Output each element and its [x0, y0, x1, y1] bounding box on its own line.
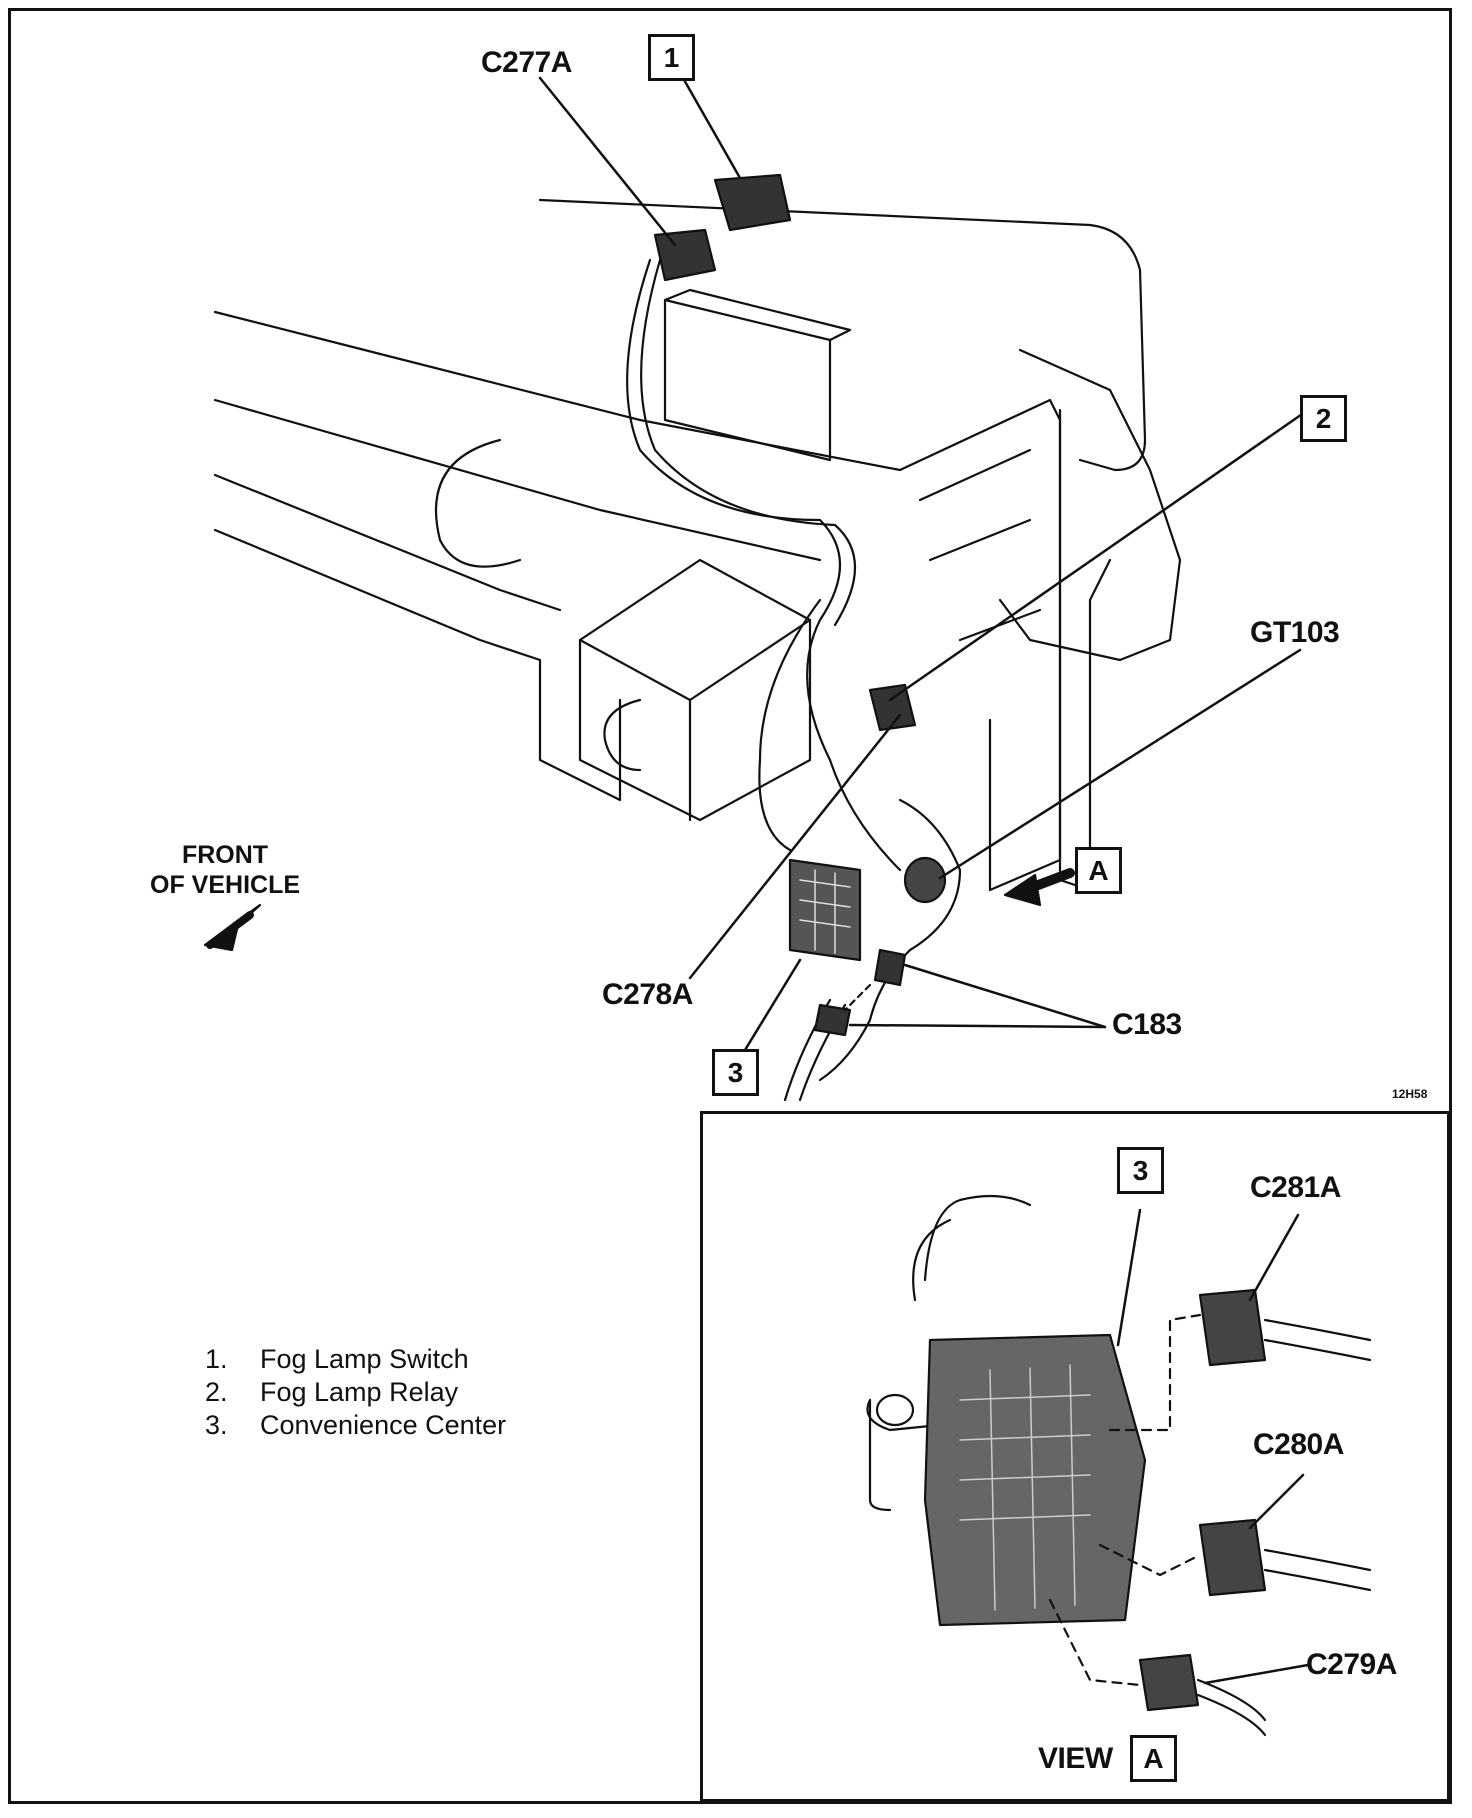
callout-box-a: A	[1075, 847, 1122, 894]
callout-box-1: 1	[648, 34, 695, 81]
inset-harness-bundle	[912, 1194, 1032, 1302]
legend-item: 3. Convenience Center	[205, 1409, 506, 1442]
callout-c281a: C281A	[1250, 1171, 1341, 1204]
cross-beam-top	[213, 310, 902, 472]
inset-leader-c281a	[1248, 1213, 1300, 1302]
inset-c280a-connector	[1198, 1518, 1267, 1597]
callout-c279a: C279A	[1306, 1648, 1397, 1681]
inset-center-grid	[959, 1364, 1091, 1611]
legend-item: 1. Fog Lamp Switch	[205, 1343, 506, 1376]
callout-c183: C183	[1112, 1008, 1182, 1041]
dash-housing	[998, 348, 1182, 662]
fog-switch-body	[713, 173, 792, 232]
view-label: VIEW	[1038, 1742, 1113, 1775]
inset-leader-c280a	[1248, 1473, 1305, 1530]
callout-box-3: 3	[712, 1049, 759, 1096]
fog-relay-body	[868, 683, 917, 732]
legend-item-text: Fog Lamp Relay	[260, 1377, 459, 1407]
dash-right-face	[1058, 408, 1112, 892]
harness-branch	[758, 598, 822, 852]
leader-c183-upper	[903, 963, 1107, 1029]
leader-box3	[743, 958, 802, 1052]
legend-item: 2. Fog Lamp Relay	[205, 1376, 506, 1409]
view-a-arrow-head	[1003, 873, 1042, 907]
inset-callout-box-3: 3	[1117, 1147, 1164, 1194]
c183-dash	[843, 983, 872, 1012]
view-a-inset-frame	[700, 1111, 1450, 1802]
c277a-connector-body	[653, 228, 717, 282]
inset-c281a-connector	[1198, 1288, 1267, 1367]
leader-box1	[681, 76, 742, 180]
front-of-vehicle-label: FRONT OF VEHICLE	[150, 840, 300, 900]
inset-c279a-connector	[1138, 1653, 1200, 1712]
center-bracket-face	[578, 618, 812, 822]
leader-c277a	[538, 76, 677, 247]
callout-gt103: GT103	[1250, 616, 1340, 649]
inset-dash-c280a	[1098, 1543, 1202, 1577]
harness-secondary	[640, 258, 856, 627]
cross-beam-mid	[213, 398, 822, 562]
dash-side-panel	[898, 398, 1062, 892]
front-line1: FRONT	[181, 841, 269, 869]
callout-box-2: 2	[1300, 395, 1347, 442]
inset-c279a-wires	[1196, 1678, 1267, 1737]
convenience-center-grid	[799, 869, 851, 954]
inset-c280a-wires	[1263, 1548, 1372, 1592]
inset-c281a-wires	[1263, 1318, 1372, 1362]
callout-c278a: C278A	[602, 978, 693, 1011]
inset-dash-c281a	[1108, 1313, 1202, 1432]
front-line2: OF VEHICLE	[150, 871, 301, 899]
dash-inner-lines	[918, 448, 1042, 642]
cross-beam-bottom	[213, 473, 562, 612]
inset-bracket-arm	[866, 1398, 942, 1512]
gt103-grommet	[903, 856, 947, 904]
mount-block	[538, 658, 622, 802]
duct-box	[663, 298, 832, 462]
leader-c183-lower	[848, 1023, 1107, 1029]
legend-item-number: 3.	[205, 1410, 228, 1440]
view-a-box: A	[1130, 1735, 1177, 1782]
legend-item-text: Convenience Center	[260, 1410, 507, 1440]
leader-box2	[888, 408, 1310, 702]
callout-c280a: C280A	[1253, 1428, 1344, 1461]
legend-item-text: Fog Lamp Switch	[260, 1344, 469, 1374]
inset-leader-c279a	[1203, 1663, 1310, 1685]
c183-connector-lower	[813, 1003, 852, 1037]
diagram-frame	[8, 8, 1452, 1804]
center-bracket	[578, 558, 812, 822]
harness-main	[626, 258, 902, 872]
legend-item-number: 1.	[205, 1344, 228, 1374]
convenience-center-body	[788, 858, 862, 962]
duct-box-top	[663, 288, 852, 342]
dash-top-edge	[538, 198, 1147, 472]
legend: 1. Fog Lamp Switch 2. Fog Lamp Relay 3. …	[205, 1343, 506, 1442]
harness-to-gt103	[818, 798, 962, 1082]
front-arrow-shaft	[206, 911, 254, 949]
inset-center-body	[923, 1333, 1147, 1627]
harness-loop-left	[434, 438, 522, 568]
c183-connector-upper	[873, 948, 907, 987]
inset-pivot	[875, 1393, 915, 1427]
callout-c277a: C277A	[481, 46, 572, 79]
legend-item-number: 2.	[205, 1377, 228, 1407]
leader-c278a	[688, 713, 902, 980]
cross-beam-lower	[213, 528, 542, 662]
mount-c-shape	[603, 698, 642, 772]
leader-gt103	[938, 648, 1302, 880]
inset-leader-box3	[1116, 1208, 1142, 1347]
figure-code: 12H58	[1392, 1087, 1428, 1101]
inset-dash-c279a	[1048, 1598, 1142, 1687]
